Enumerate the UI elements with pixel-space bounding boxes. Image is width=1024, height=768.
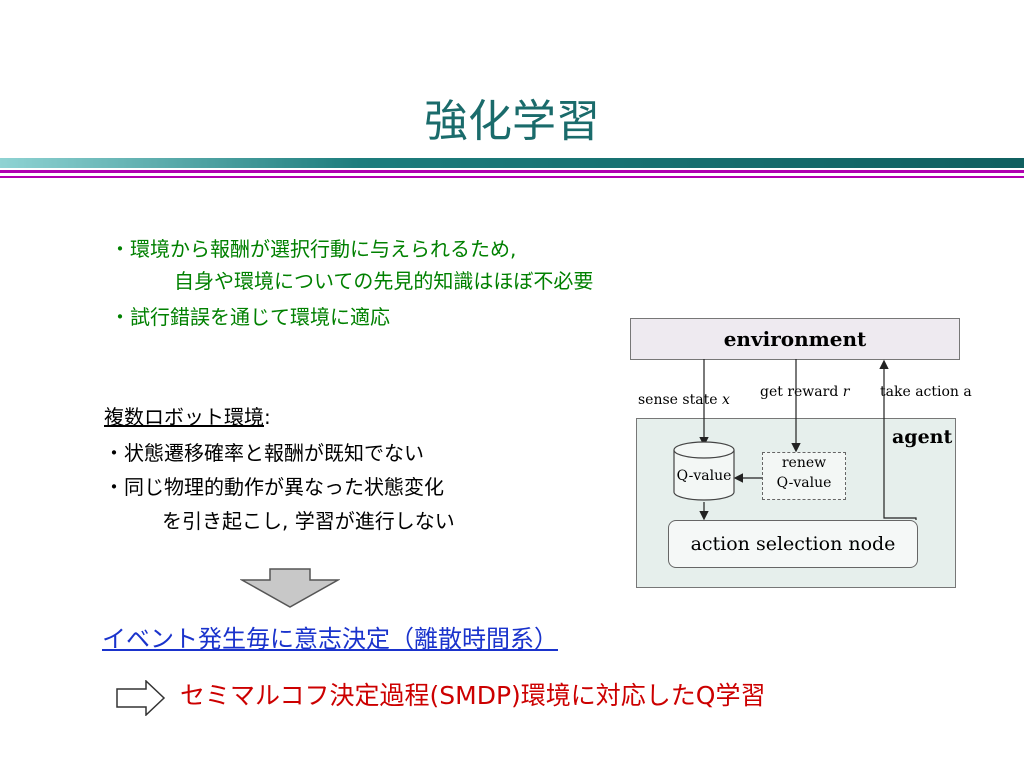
- slide-title: 強化学習: [424, 96, 600, 147]
- diagram-arrows: [699, 359, 917, 521]
- multi-robot-item: ・同じ物理的動作が異なった状態変化: [104, 475, 444, 499]
- get-reward-label: get reward r: [760, 384, 849, 400]
- title-divider-magenta-thin: [0, 176, 1024, 178]
- multi-robot-item-cont: を引き起こし, 学習が進行しない: [162, 509, 455, 533]
- bullet-trial-error: ・試行錯誤を通じて環境に適応: [110, 305, 390, 329]
- right-arrow-icon: [116, 680, 166, 716]
- qvalue-label: Q-value: [676, 468, 732, 484]
- title-divider-magenta: [0, 170, 1024, 173]
- event-decision-link[interactable]: イベント発生毎に意志決定（離散時間系）: [102, 625, 558, 653]
- down-arrow-icon: [240, 568, 340, 608]
- environment-box: environment: [630, 318, 960, 360]
- bullet-reward: ・環境から報酬が選択行動に与えられるため,: [110, 237, 517, 261]
- multi-robot-heading-text: 複数ロボット環境: [104, 405, 264, 429]
- get-reward-var: r: [842, 384, 850, 400]
- qvalue-cylinder: [673, 441, 735, 501]
- conclusion-text: セミマルコフ決定過程(SMDP)環境に対応したQ学習: [180, 681, 766, 710]
- multi-robot-heading: 複数ロボット環境:: [104, 402, 271, 432]
- sense-state-var: x: [721, 392, 730, 408]
- renew-qvalue-label: Q-value: [776, 475, 832, 491]
- sense-state-text: sense state: [638, 392, 718, 408]
- get-reward-text: get reward: [760, 384, 839, 400]
- multi-robot-heading-colon: :: [264, 405, 271, 429]
- bullet-reward-cont: 自身や環境についての先見的知識はほぼ不必要: [174, 269, 594, 293]
- title-divider-teal: [0, 158, 1024, 168]
- sense-state-label: sense state x: [638, 392, 730, 408]
- renew-qvalue-box: renew Q-value: [762, 452, 846, 500]
- multi-robot-item: ・状態遷移確率と報酬が既知でない: [104, 441, 424, 465]
- agent-label: agent: [892, 426, 953, 448]
- take-action-label: take action a: [880, 384, 972, 400]
- action-selection-node: action selection node: [668, 520, 918, 568]
- renew-label: renew: [781, 455, 827, 471]
